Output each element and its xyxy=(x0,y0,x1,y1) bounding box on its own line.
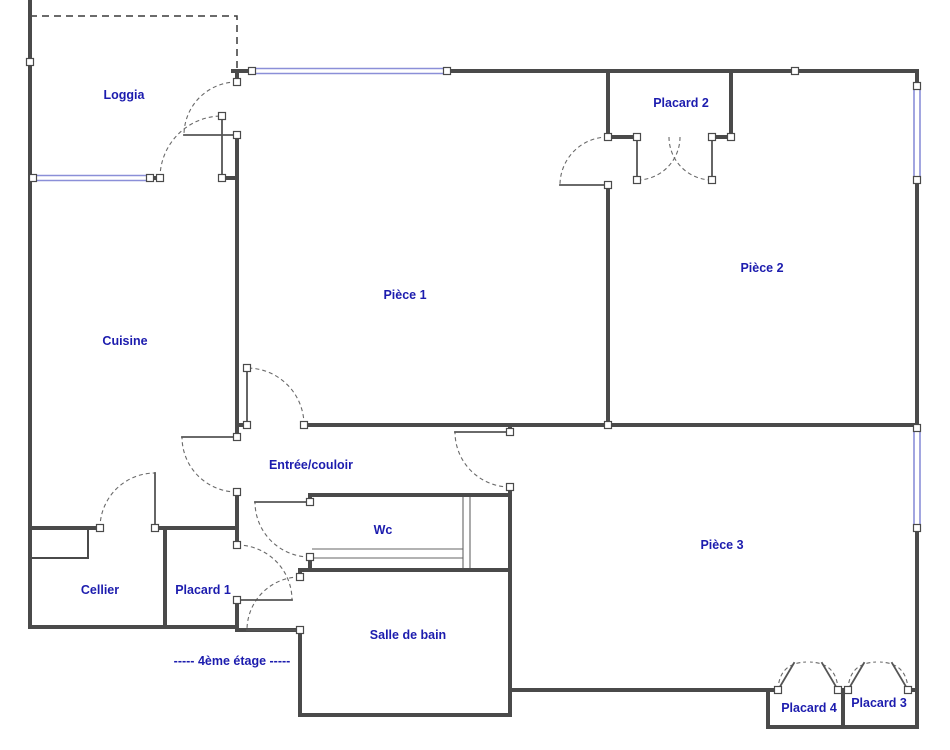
right-lower-window xyxy=(911,428,923,528)
loggia-piece1-door-arc xyxy=(183,81,238,136)
loggia-door-arc xyxy=(159,115,223,179)
label-placard-3: Placard 3 xyxy=(851,696,907,710)
label-floor-note: ----- 4ème étage ----- xyxy=(174,654,291,668)
label-piece-1: Pièce 1 xyxy=(383,288,426,302)
label-placard-2: Placard 2 xyxy=(653,96,709,110)
door-arcs xyxy=(99,81,909,691)
placard4-door-arcs xyxy=(777,661,839,691)
inner-walls xyxy=(28,69,919,729)
cuisine-door-arc xyxy=(181,436,238,493)
label-piece-2: Pièce 2 xyxy=(740,261,783,275)
label-loggia: Loggia xyxy=(104,88,146,102)
label-placard-4: Placard 4 xyxy=(781,701,837,715)
cellier-door-arc xyxy=(99,472,156,529)
placard1-door-arc xyxy=(236,544,293,601)
door-leaves xyxy=(154,115,910,692)
salle-de-bain-door-arc xyxy=(246,576,301,631)
label-piece-3: Pièce 3 xyxy=(700,538,743,552)
placard3-door-arcs xyxy=(847,661,909,691)
placard2-door-arc-right xyxy=(668,136,713,181)
walls xyxy=(28,0,919,729)
placard2-door-leaves xyxy=(636,136,713,181)
label-cellier: Cellier xyxy=(81,583,119,597)
label-salle-de-bain: Salle de bain xyxy=(370,628,446,642)
placard3-door-leaves xyxy=(846,661,910,692)
wc-fixtures xyxy=(312,497,471,568)
windows xyxy=(33,65,923,528)
right-upper-window xyxy=(911,86,923,180)
label-entree: Entrée/couloir xyxy=(269,458,353,472)
top-window xyxy=(252,65,447,77)
room-labels: Loggia Placard 2 Pièce 2 Pièce 1 Cuisine… xyxy=(81,88,907,715)
loggia-dashed-boundary xyxy=(30,15,238,71)
cuisine-window xyxy=(33,172,150,184)
placard4-door-leaves xyxy=(776,661,840,692)
piece2-door-arc xyxy=(559,136,609,186)
placard2-door-arc-left xyxy=(636,136,681,181)
piece3-door-arc xyxy=(454,431,511,488)
cellier-step-wall xyxy=(29,527,89,559)
label-wc: Wc xyxy=(374,523,393,537)
label-placard-1: Placard 1 xyxy=(175,583,231,597)
piece1-door-arc xyxy=(246,367,305,426)
label-cuisine: Cuisine xyxy=(102,334,147,348)
wc-door-arc xyxy=(254,501,311,558)
wall-jambs xyxy=(25,57,922,695)
